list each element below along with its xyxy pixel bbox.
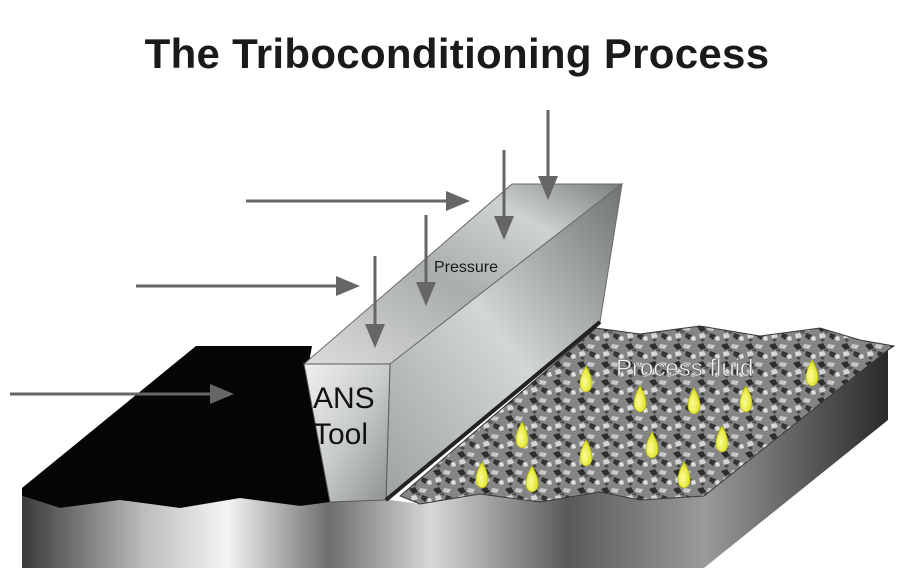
droplet-icon	[739, 385, 753, 413]
droplet-icon	[475, 461, 489, 489]
droplet-icon	[633, 385, 647, 413]
fluid-droplets	[475, 359, 819, 493]
block-front-face	[22, 492, 704, 568]
arrow-down-icon	[365, 256, 385, 348]
droplet-icon	[677, 461, 691, 489]
block-side-face	[704, 350, 888, 568]
arrow-down-icon	[416, 215, 436, 306]
droplet-icon	[515, 421, 529, 449]
droplet-icon	[579, 365, 593, 393]
process-fluid-label: Process fluid	[616, 355, 753, 382]
pressure-label: Pressure	[434, 259, 498, 276]
tool-label-line2: Tool	[313, 418, 368, 451]
page-title: The Triboconditioning Process	[144, 30, 770, 77]
droplet-icon	[687, 387, 701, 415]
tool-label-line1: ANS	[313, 382, 375, 415]
pressure-arrows	[365, 110, 558, 348]
arrow-right-icon	[10, 384, 234, 404]
arrow-down-icon	[494, 150, 514, 240]
rough-surface	[399, 325, 896, 505]
conditioned-surface	[22, 346, 330, 508]
droplet-icon	[715, 425, 729, 453]
droplet-icon	[805, 359, 819, 387]
arrow-right-icon	[136, 276, 360, 296]
ans-tool-contact-line	[384, 320, 602, 502]
droplet-icon	[645, 431, 659, 459]
droplet-icon	[525, 465, 539, 493]
droplet-icon	[579, 439, 593, 467]
arrow-right-icon	[246, 191, 470, 211]
ans-tool	[302, 182, 624, 503]
arrow-down-icon	[538, 110, 558, 200]
sliding-arrows	[10, 191, 470, 404]
